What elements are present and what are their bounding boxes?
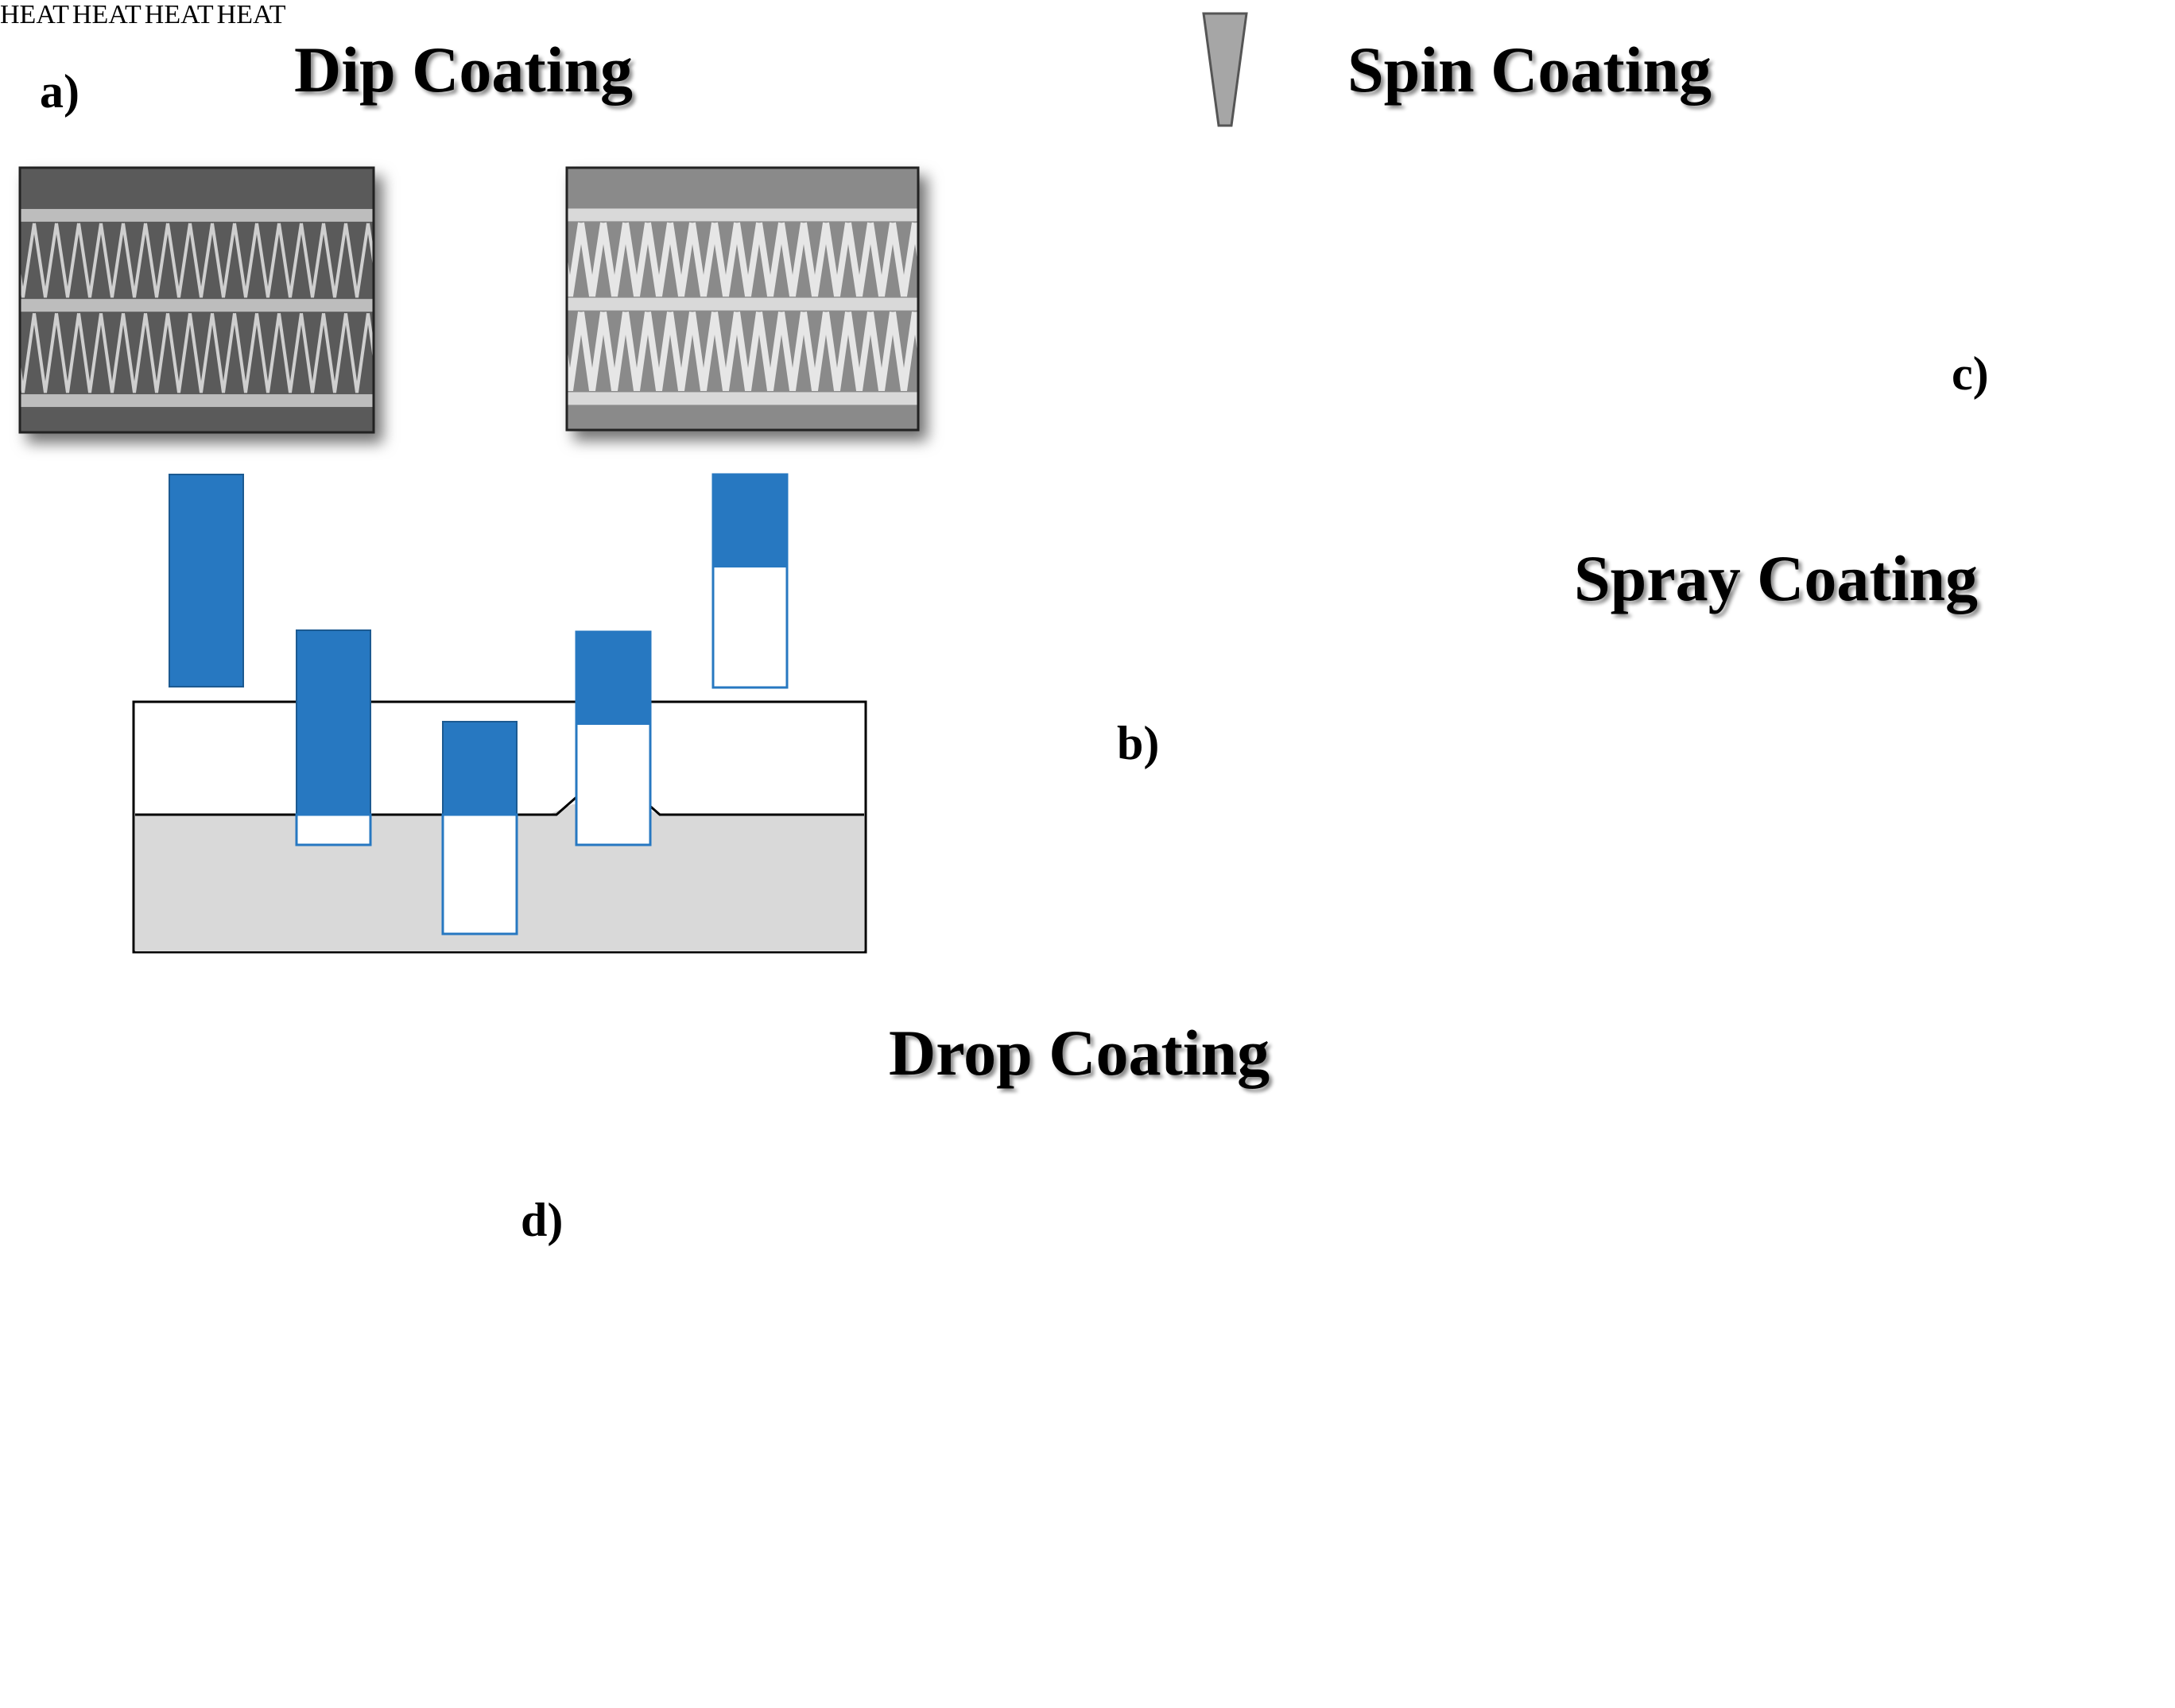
dip-substrate-stage-3 <box>441 721 518 935</box>
spray-coating-title: Spray Coating <box>1574 542 1978 614</box>
panel-label-c: c) <box>1952 347 1989 400</box>
heat-label-3: HEAT <box>144 0 214 29</box>
dispensing-nozzle <box>1202 12 1248 127</box>
spin-coating-title: Spin Coating <box>1347 33 1712 106</box>
drop-coating-title: Drop Coating <box>889 1017 1270 1089</box>
heat-label-2: HEAT <box>72 0 142 29</box>
dip-substrate-stage-4 <box>575 630 652 846</box>
heat-label-1: HEAT <box>0 0 69 29</box>
panel-label-d: d) <box>521 1194 563 1246</box>
dip-coating-title: Dip Coating <box>294 33 633 106</box>
heat-label-4: HEAT <box>216 0 286 29</box>
panel-label-b: b) <box>1117 717 1159 769</box>
panel-label-a: a) <box>40 65 79 118</box>
dip-uncoated-fin-photo <box>18 166 375 434</box>
heating-zone-2: HEAT HEAT <box>145 0 286 29</box>
dip-substrate-stage-1 <box>169 474 244 687</box>
dip-coated-fin-photo <box>565 166 920 432</box>
heating-zone-1: HEAT HEAT <box>0 0 145 29</box>
dip-substrate-stage-2 <box>295 629 372 846</box>
dip-substrate-stage-5 <box>711 473 789 689</box>
